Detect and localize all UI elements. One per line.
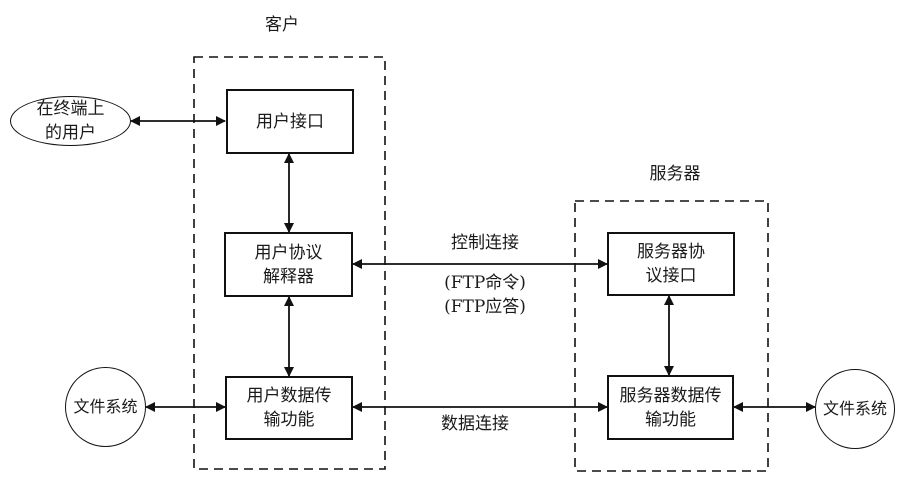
file-system-right-node: 文件系统 — [815, 369, 895, 449]
server-group-border — [574, 200, 769, 472]
control-connection-label: 控制连接 — [451, 233, 519, 253]
server-pi-label: 服务器协 议接口 — [637, 242, 705, 286]
file-system-right-label: 文件系统 — [822, 399, 887, 418]
server-dtp-label: 服务器数据传 输功能 — [619, 385, 722, 430]
data-connection-label: 数据连接 — [441, 414, 509, 434]
control-connection-detail: (FTP命令) (FTP应答) — [444, 273, 526, 317]
client-group-label: 客户 — [265, 15, 299, 35]
user-interface-box: 用户接口 — [226, 89, 354, 154]
user-pi-label: 用户协议 解释器 — [254, 242, 323, 287]
user-dtp-label: 用户数据传 输功能 — [246, 386, 332, 430]
file-system-left-node: 文件系统 — [65, 367, 146, 447]
user-dtp-box: 用户数据传 输功能 — [225, 376, 353, 440]
user-interface-label: 用户接口 — [256, 111, 324, 132]
user-pi-box: 用户协议 解释器 — [224, 232, 353, 297]
server-dtp-box: 服务器数据传 输功能 — [607, 375, 734, 440]
terminal-user-node: 在终端上 的用户 — [10, 96, 131, 146]
server-group-label: 服务器 — [649, 164, 701, 184]
terminal-user-label: 在终端上 的用户 — [36, 99, 105, 143]
server-pi-box: 服务器协 议接口 — [607, 232, 735, 296]
file-system-left-label: 文件系统 — [73, 397, 138, 416]
